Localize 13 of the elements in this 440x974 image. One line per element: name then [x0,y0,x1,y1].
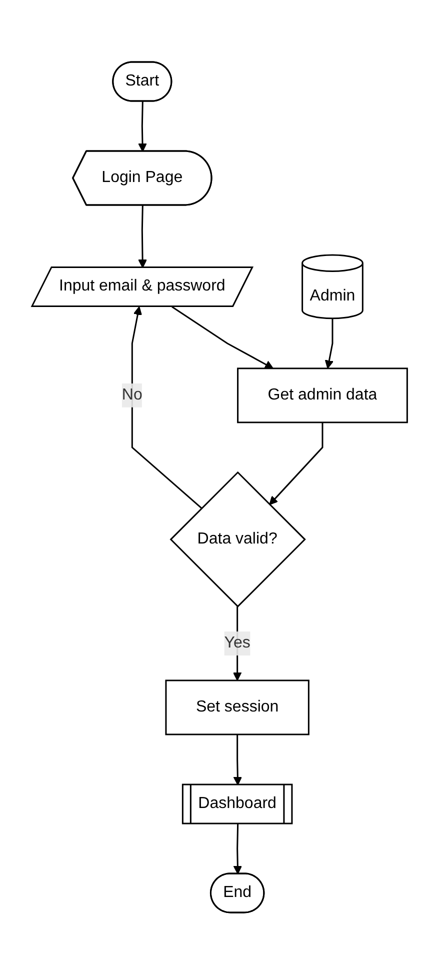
arrow [325,318,334,369]
arrow [234,734,242,786]
node-diamond: Data valid? [170,471,306,608]
arrow [132,306,202,508]
arrow [234,824,242,874]
node-box: Set session [166,679,310,735]
arrow [138,101,148,152]
arrow [172,306,274,369]
edge-label: No [122,386,143,404]
edge-label: Yes [224,634,251,652]
arrow [138,205,148,268]
arrow [270,422,324,505]
node-box: Get admin data [237,367,408,423]
